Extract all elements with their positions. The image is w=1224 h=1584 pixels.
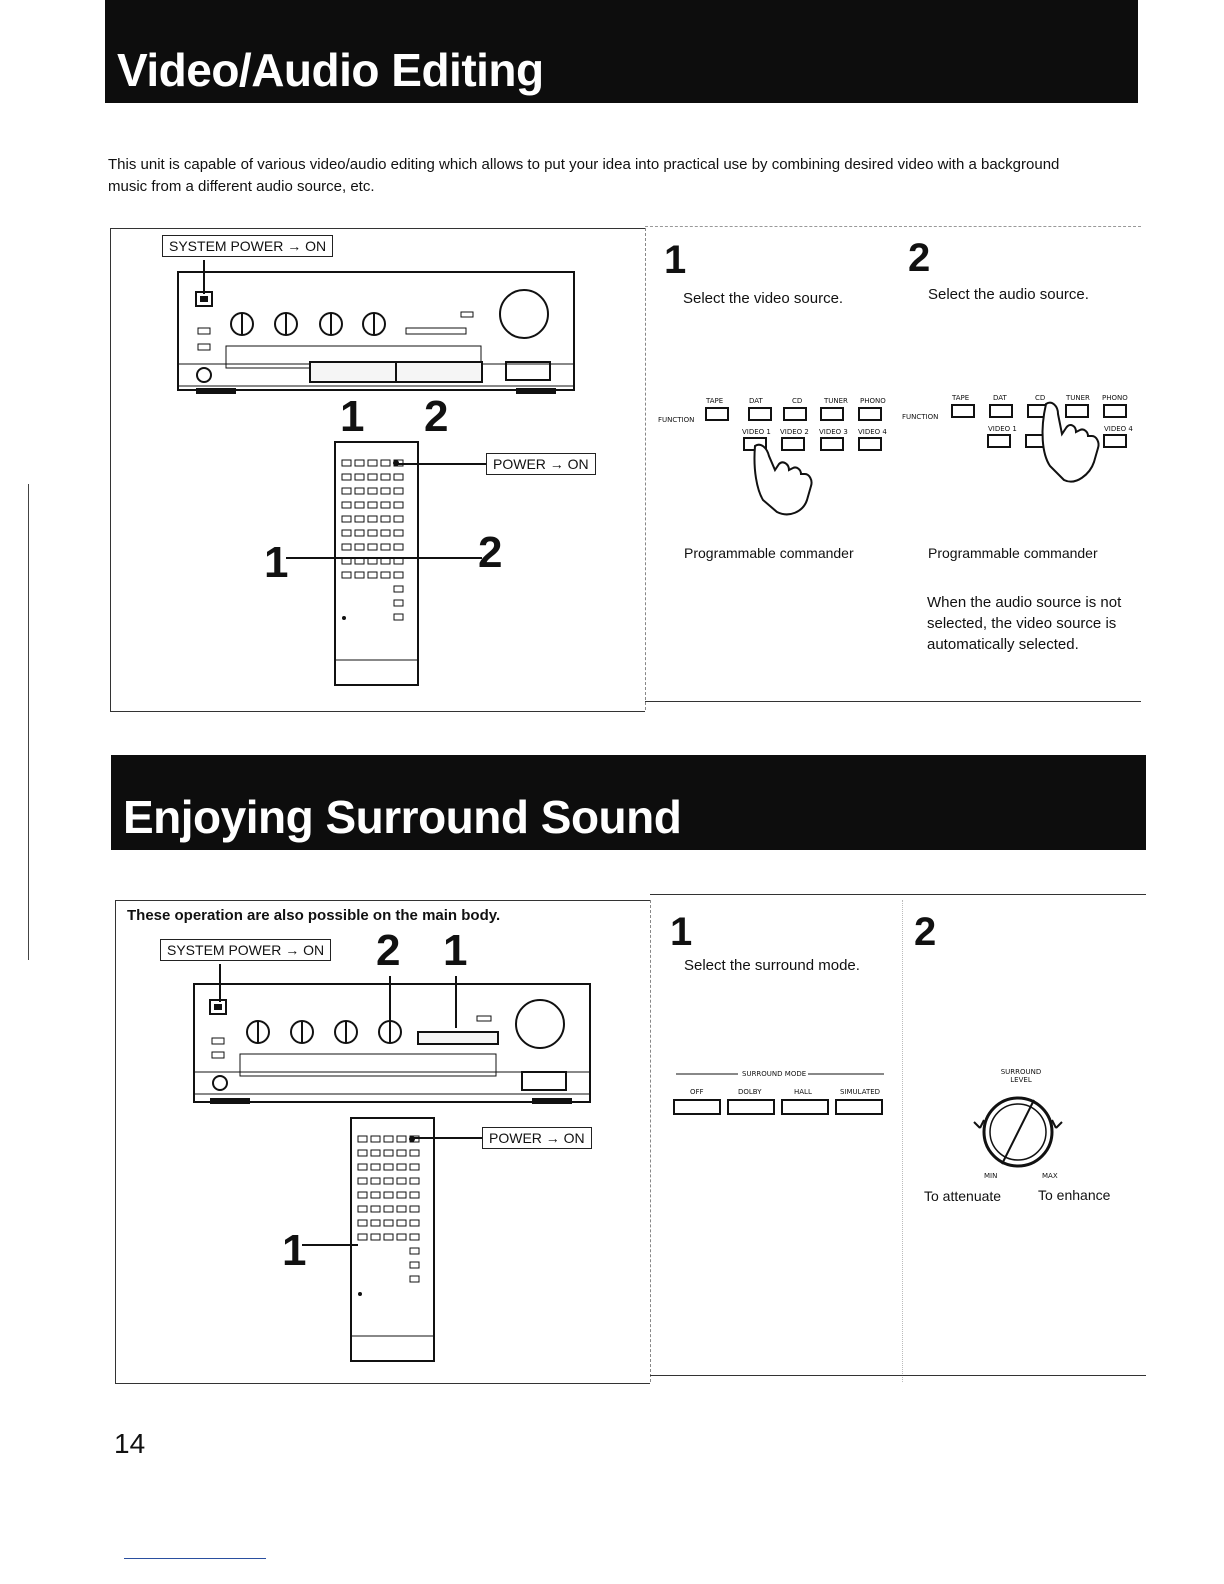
- function-buttons-2: TAPE DAT CD TUNER PHONO: [952, 394, 1142, 424]
- receiver-illustration: [177, 260, 575, 394]
- mode-btn-label: OFF: [690, 1088, 704, 1096]
- receiver-illustration-2: [193, 964, 591, 1104]
- video-btn-label: VIDEO 1: [742, 428, 771, 436]
- function-btn-label: TAPE: [706, 397, 724, 405]
- editing-panel-bottom-rule: [645, 701, 1141, 702]
- remote-illustration-2: [350, 1117, 435, 1362]
- function-btn-label: PHONO: [860, 397, 886, 405]
- function-btn-label: CD: [1035, 394, 1046, 402]
- video-btn-label: VIDEO 3: [819, 428, 848, 436]
- video-btn-label: VIDEO 1: [988, 425, 1017, 433]
- surround-level-label: SURROUND LEVEL: [1000, 1068, 1042, 1084]
- power-label-2: POWER → ON: [482, 1127, 592, 1149]
- surround-mode-label: SURROUND MODE: [742, 1070, 807, 1078]
- section-title-editing: Video/Audio Editing: [117, 44, 544, 96]
- function-btn-label: TAPE: [952, 394, 970, 402]
- surround-panel-divider: [650, 900, 651, 1382]
- callout-2-top: 2: [376, 926, 401, 975]
- surround-mode-labels: OFF DOLBY HALL SIMULATED: [672, 1088, 892, 1100]
- pointing-hand-icon: [753, 443, 813, 516]
- surround-panel-divider-2: [902, 900, 903, 1382]
- surround-mode-buttons: [673, 1099, 883, 1115]
- function-label-1: FUNCTION: [658, 416, 695, 424]
- surround-step2-number: 2: [914, 910, 937, 954]
- section-title-surround: Enjoying Surround Sound: [123, 791, 682, 843]
- system-power-label-2: SYSTEM POWER → ON: [160, 939, 332, 961]
- power-leader-line: [398, 463, 486, 465]
- video-btn-label: VIDEO 4: [858, 428, 887, 436]
- function-label-2: FUNCTION: [902, 413, 939, 421]
- power-label: POWER → ON: [486, 453, 596, 475]
- function-btn-label: TUNER: [824, 397, 848, 405]
- system-power-label: SYSTEM POWER → ON: [162, 235, 334, 257]
- callout-2-remote: 2: [478, 528, 503, 577]
- function-btn-label: DAT: [749, 397, 763, 405]
- callout-1-remote-2: 1: [282, 1226, 307, 1275]
- power-leader-line-2: [414, 1137, 482, 1139]
- video-btn-label: VIDEO 2: [780, 428, 809, 436]
- remote-callout-lines: [286, 557, 482, 559]
- level-max-label: MAX: [1042, 1172, 1058, 1180]
- editing-step2-caption: Programmable commander: [928, 545, 1098, 561]
- editing-illustration-panel: [110, 228, 645, 712]
- commander-buttons-1: [705, 407, 882, 451]
- margin-rule: [28, 484, 29, 960]
- section-banner-surround: Enjoying Surround Sound: [111, 755, 1146, 850]
- remote-callout-line-2: [302, 1244, 358, 1246]
- function-buttons-1: TAPE DAT CD TUNER PHONO: [706, 397, 896, 427]
- surround-step1-text: Select the surround mode.: [684, 957, 860, 974]
- function-btn-label: CD: [792, 397, 803, 405]
- enhance-label: To enhance: [1038, 1187, 1111, 1203]
- section-banner-editing: Video/Audio Editing: [105, 0, 1138, 103]
- editing-step1-number: 1: [664, 238, 687, 282]
- editing-step1-caption: Programmable commander: [684, 545, 854, 561]
- page-number: 14: [114, 1428, 146, 1459]
- surround-step1-number: 1: [670, 910, 693, 954]
- editing-step1-text: Select the video source.: [683, 290, 844, 307]
- editing-panel-divider: [645, 228, 646, 710]
- intro-paragraph: This unit is capable of various video/au…: [108, 156, 1060, 195]
- surround-level-knob: [973, 1096, 1063, 1168]
- editing-step2-number: 2: [908, 236, 931, 280]
- editing-panel-top-rule: [645, 226, 1141, 227]
- surround-mode-rule: [676, 1073, 884, 1075]
- surround-panel-top-rule: [650, 894, 1146, 895]
- surround-subheading: These operation are also possible on the…: [127, 907, 501, 924]
- function-btn-label: PHONO: [1102, 394, 1128, 402]
- mode-btn-label: DOLBY: [738, 1088, 762, 1096]
- mode-btn-label: HALL: [794, 1088, 812, 1096]
- video-btn-label: VIDEO 4: [1104, 425, 1133, 433]
- function-btn-label: TUNER: [1066, 394, 1090, 402]
- callout-1-top: 1: [443, 926, 468, 975]
- callout-2-receiver: 2: [424, 392, 449, 441]
- mode-btn-label: SIMULATED: [840, 1088, 881, 1096]
- level-min-label: MIN: [984, 1172, 998, 1180]
- attenuate-label: To attenuate: [924, 1188, 1002, 1204]
- surround-panel-bottom-rule: [650, 1375, 1146, 1376]
- callout-1-remote: 1: [264, 538, 289, 587]
- editing-step2-text: Select the audio source.: [928, 286, 1089, 303]
- callout-1-receiver: 1: [340, 392, 365, 441]
- footer-rule: [124, 1558, 266, 1559]
- pointing-hand-icon: [1041, 401, 1100, 483]
- editing-step2-note: When the audio source is not selected, t…: [927, 594, 1122, 653]
- surround-illustration-panel: [115, 900, 650, 1384]
- function-btn-label: DAT: [993, 394, 1007, 402]
